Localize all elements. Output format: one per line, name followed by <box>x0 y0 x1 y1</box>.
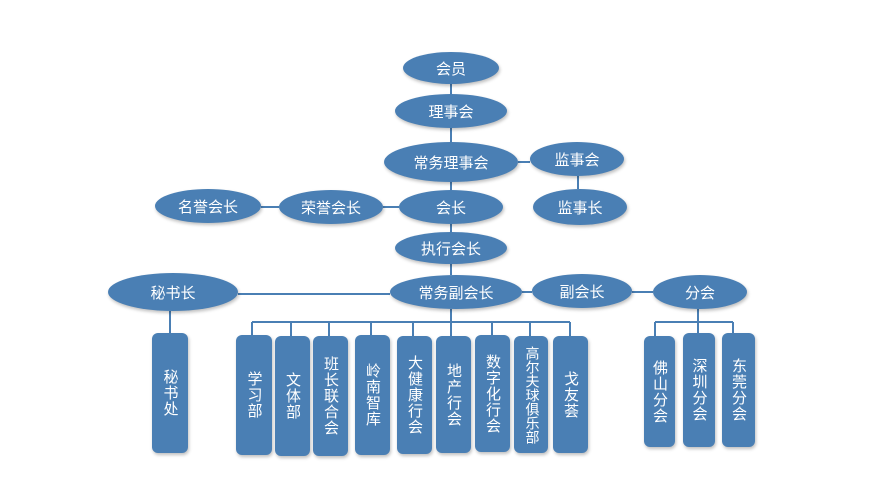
node-label: 佛山分会 <box>651 359 669 424</box>
department-node: 文体部 <box>275 336 310 456</box>
node-secretary-general: 秘书长 <box>108 273 238 311</box>
node-secretariat: 秘书处 <box>152 333 188 453</box>
node-supervisory-board: 监事会 <box>530 142 624 176</box>
node-label: 岭南智库 <box>364 363 382 427</box>
department-node: 戈友荟 <box>553 336 588 453</box>
node-members: 会员 <box>403 52 499 84</box>
node-label: 数字化行会 <box>484 353 502 434</box>
node-label: 戈友荟 <box>562 370 580 419</box>
node-council: 理事会 <box>395 94 507 128</box>
department-node: 班长联合会 <box>313 336 348 456</box>
department-node: 地产行会 <box>436 336 471 453</box>
node-chief-supervisor: 监事长 <box>533 189 627 225</box>
node-emeritus-president: 名誉会长 <box>155 189 261 223</box>
node-label: 高尔夫球俱乐部 <box>523 345 540 444</box>
node-label: 大健康行会 <box>406 355 424 435</box>
department-node: 数字化行会 <box>475 335 510 452</box>
node-executive-president: 执行会长 <box>395 232 507 264</box>
node-label: 地产行会 <box>445 362 463 427</box>
node-label: 学习部 <box>245 371 264 419</box>
node-president: 会长 <box>399 190 503 224</box>
department-node: 岭南智库 <box>355 335 390 455</box>
department-node: 学习部 <box>236 335 272 455</box>
node-branches: 分会 <box>653 275 747 309</box>
node-vice-president: 副会长 <box>532 274 632 308</box>
node-label: 秘书处 <box>161 369 180 417</box>
node-honorary-president: 荣誉会长 <box>279 190 383 224</box>
department-node: 大健康行会 <box>397 336 432 454</box>
branch-node: 深圳分会 <box>683 333 715 447</box>
node-label: 东莞分会 <box>730 358 748 422</box>
node-standing-vice-president: 常务副会长 <box>390 275 522 309</box>
branch-node: 佛山分会 <box>644 336 675 447</box>
department-node: 高尔夫球俱乐部 <box>514 336 548 453</box>
branch-node: 东莞分会 <box>722 333 755 447</box>
node-label: 班长联合会 <box>322 356 340 436</box>
node-standing-council: 常务理事会 <box>384 142 518 182</box>
node-label: 深圳分会 <box>690 358 709 422</box>
node-label: 文体部 <box>284 372 302 420</box>
